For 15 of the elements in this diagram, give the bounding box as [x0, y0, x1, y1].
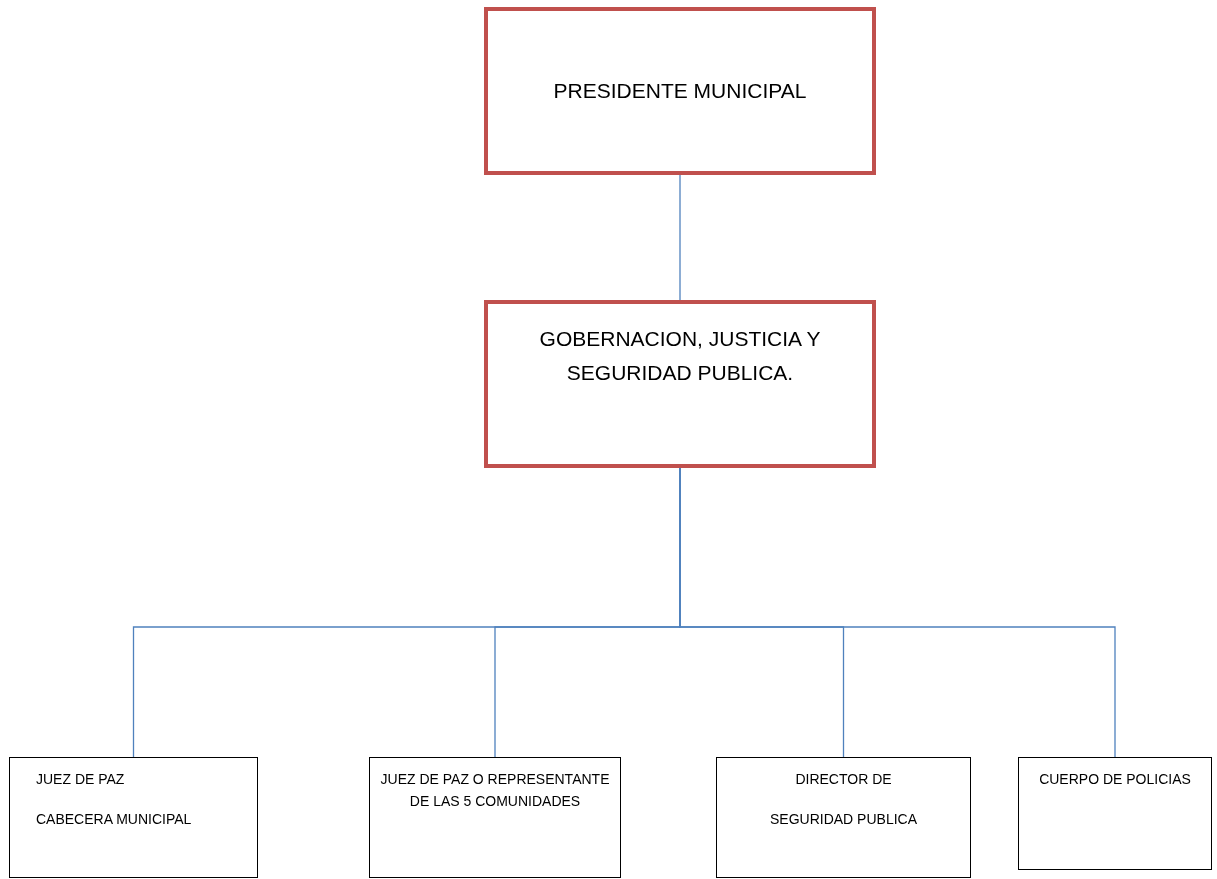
connector-line [679, 174, 681, 301]
box-label: JUEZ DE PAZ [35, 770, 125, 789]
org-box [484, 300, 876, 468]
box-label: JUEZ DE PAZ O REPRESENTANTE DE LAS 5 COMUNIDADES [379, 770, 611, 812]
org-box [716, 757, 971, 878]
box-label: PRESIDENTE MUNICIPAL [553, 78, 807, 105]
org-box [484, 7, 876, 175]
org-box [1018, 757, 1212, 870]
box-label: SEGURIDAD PUBLICA [769, 810, 917, 830]
box-label: CABECERA MUNICIPAL [35, 810, 192, 830]
org-box [369, 757, 621, 878]
box-label: DIRECTOR DE [795, 770, 892, 789]
org-box [9, 757, 258, 878]
box-label: CUERPO DE POLICIAS [1039, 770, 1191, 789]
box-label: GOBERNACION, JUSTICIA Y SEGURIDAD PUBLICA. [538, 326, 822, 386]
